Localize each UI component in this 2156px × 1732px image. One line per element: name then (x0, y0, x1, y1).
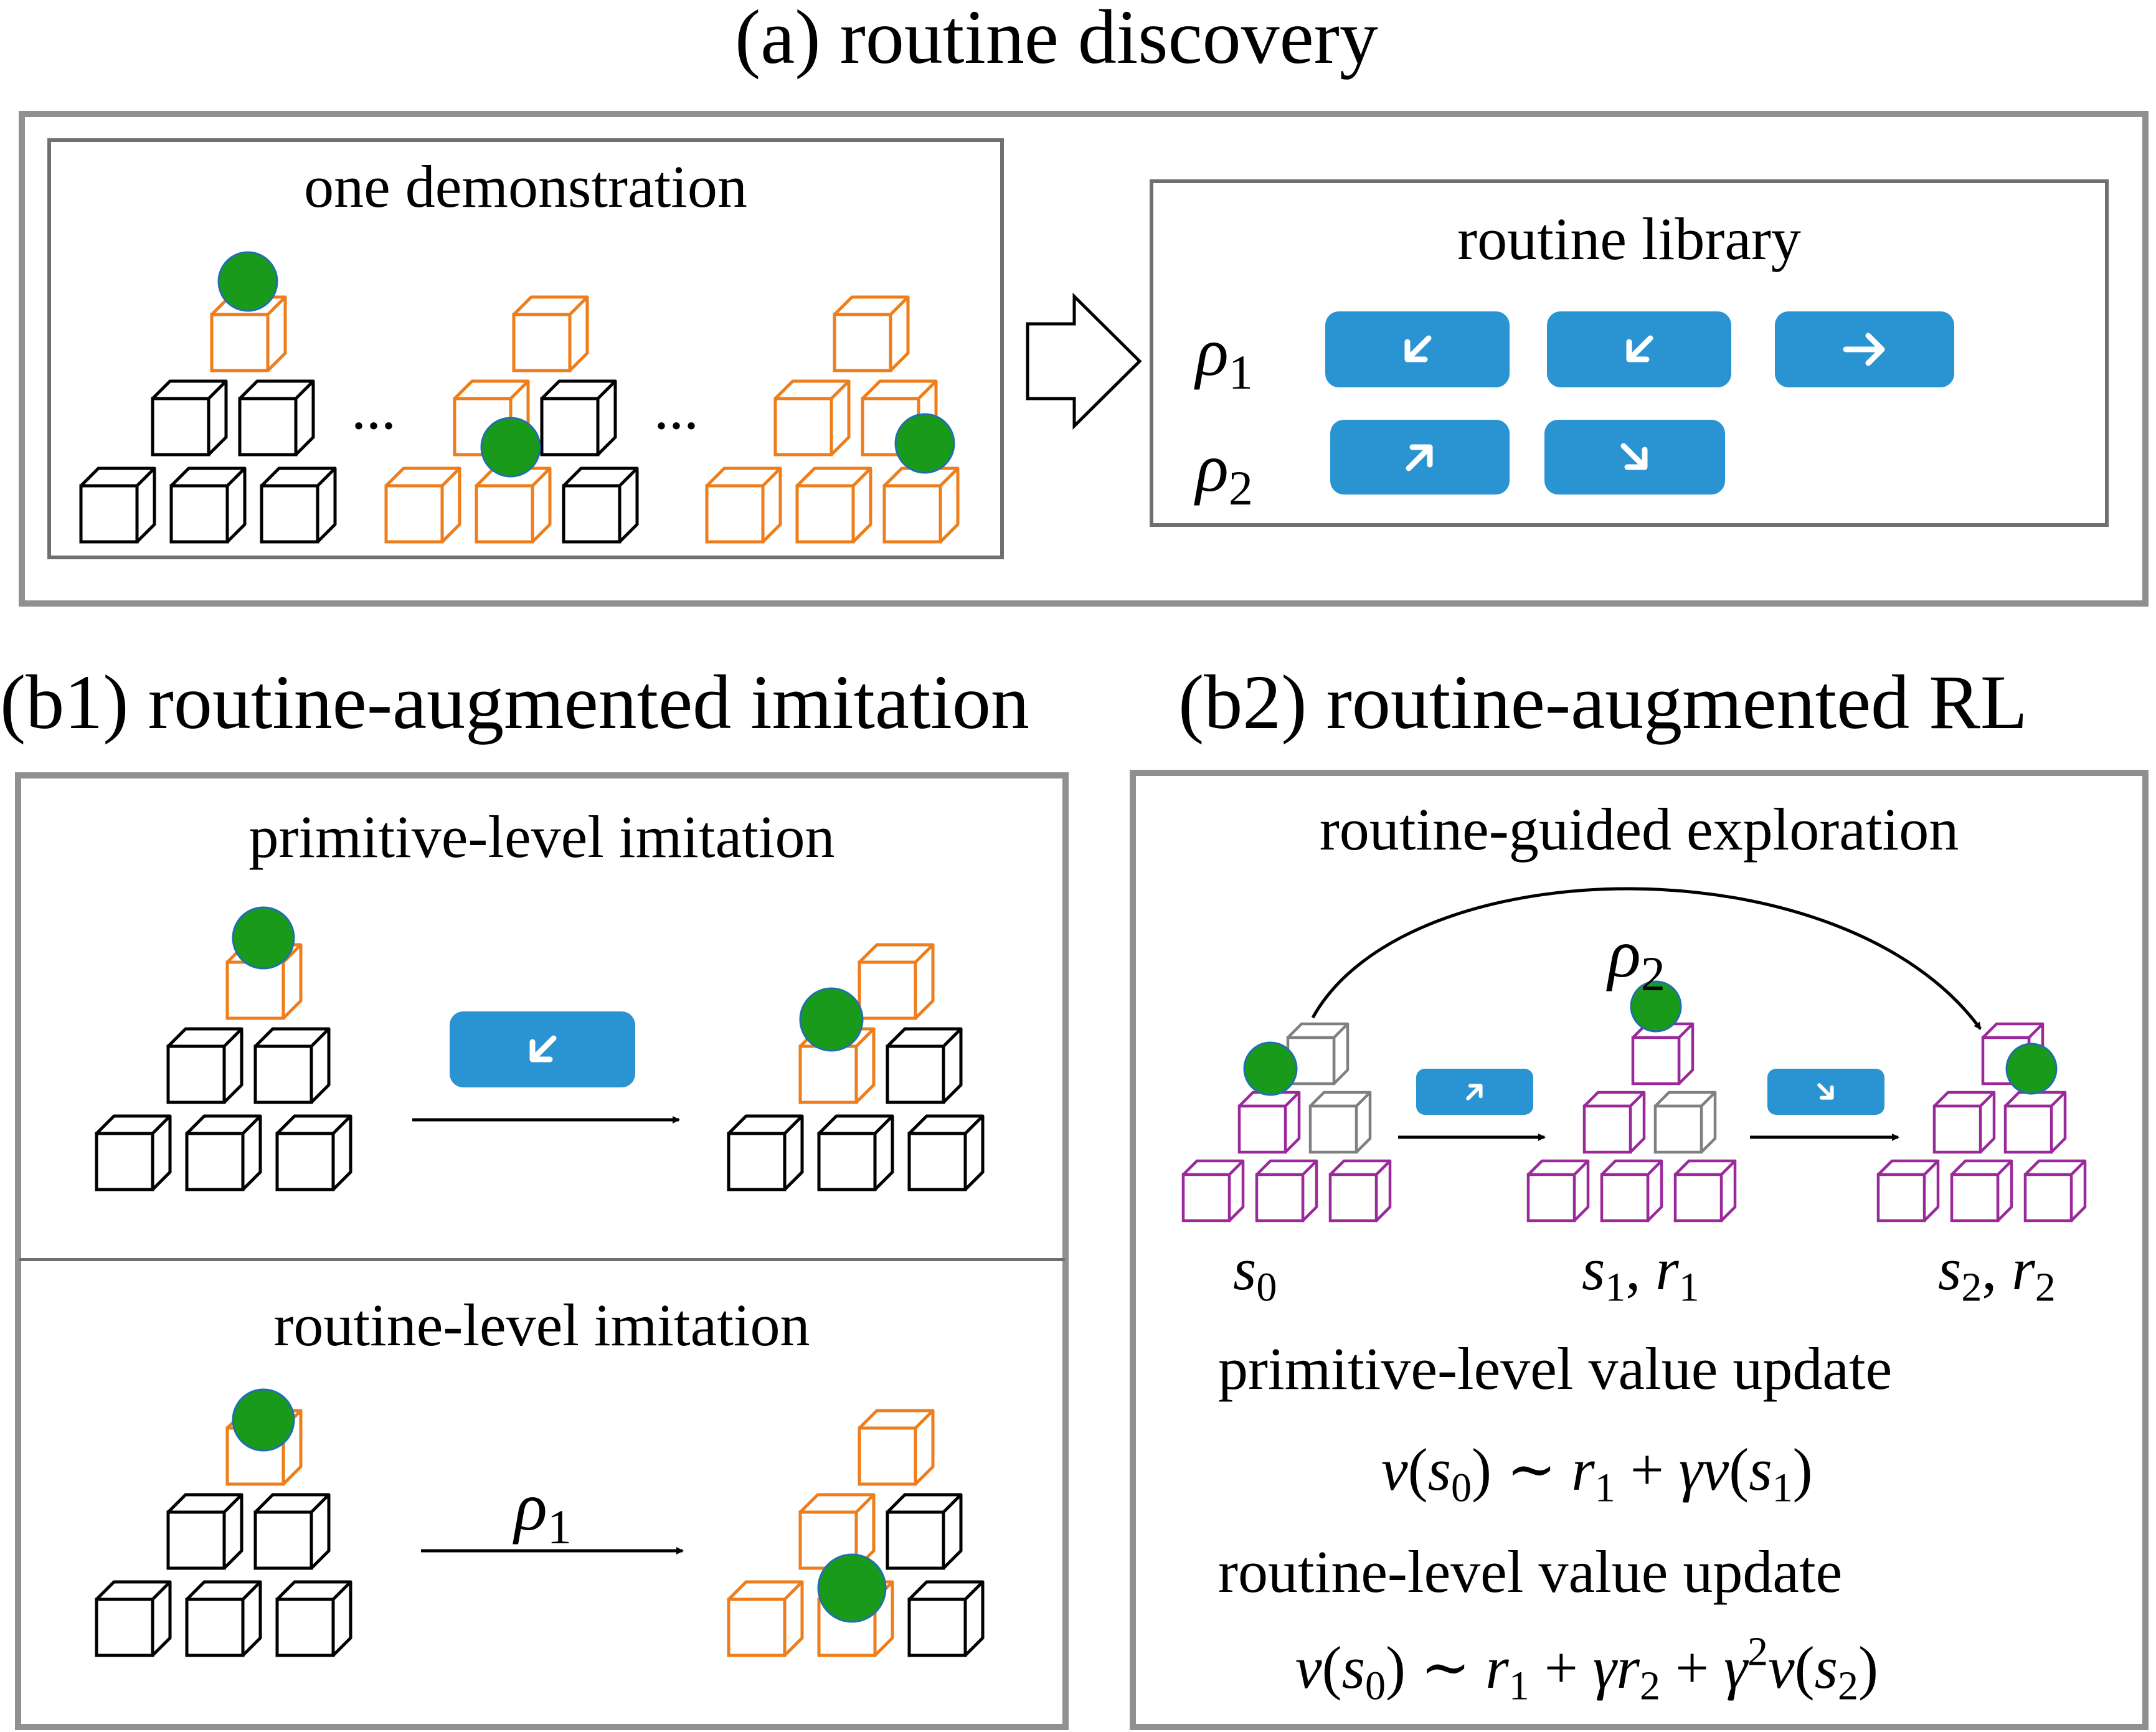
ellipsis-2: ... (654, 375, 699, 442)
routine-discovery-panel (19, 111, 2149, 607)
section-a-title: (a) routine discovery (735, 0, 1378, 80)
routine-update-title: routine-level value update (1218, 1538, 1843, 1605)
primitive-update-equation: v(s0) ∼ r1 + γv(s1) (1381, 1436, 1813, 1511)
routine-update-equation: v(s0) ∼ r1 + γr2 + γ2v(s2) (1295, 1629, 1878, 1709)
exploration-title: routine-guided exploration (1319, 796, 1959, 863)
routine-library-box (1150, 179, 2109, 527)
demonstration-box (47, 138, 1004, 559)
routine-2-action-1[interactable] (1330, 420, 1510, 495)
routine-library-title: routine library (1457, 206, 1801, 272)
state-label-s0: s0 (1233, 1236, 1277, 1310)
state-label-s1-r1: s1, r1 (1582, 1236, 1700, 1310)
primitive-imitation-title: primitive-level imitation (248, 803, 835, 870)
routine-1-action-3[interactable] (1775, 311, 1954, 387)
routine-1-action-1[interactable] (1325, 311, 1510, 387)
arrow-down-right-icon (1620, 443, 1648, 470)
arrow-up-right-icon (1406, 444, 1433, 471)
routine-2-action-2[interactable] (1544, 420, 1725, 495)
primitive-update-title: primitive-level value update (1218, 1335, 1893, 1402)
imitation-panel (15, 772, 1069, 1730)
imitation-divider (19, 1258, 1065, 1261)
routine-imitation-title: routine-level imitation (273, 1292, 810, 1358)
routine-imitation-label: ρ1 (514, 1469, 572, 1554)
arrow-up-right-icon (1466, 1084, 1483, 1100)
rl-panel (1130, 770, 2149, 1730)
section-b2-title: (b2) routine-augmented RL (1178, 660, 2028, 745)
step-action-1[interactable] (1416, 1069, 1533, 1115)
arrow-down-left-icon (1404, 335, 1432, 362)
demonstration-title: one demonstration (304, 153, 747, 220)
state-label-s2-r2: s2, r2 (1938, 1236, 2056, 1310)
arrow-right-icon (1843, 333, 1885, 366)
routine-label-rho-1: ρ1 (1196, 314, 1253, 399)
primitive-action-button[interactable] (450, 1011, 635, 1087)
arrow-down-right-icon (1817, 1083, 1834, 1100)
arrow-down-left-icon (529, 1035, 557, 1062)
ellipsis-1: ... (351, 375, 396, 442)
arrow-down-left-icon (1626, 335, 1653, 362)
section-b1-title: (b1) routine-augmented imitation (0, 660, 1029, 745)
routine-label-rho-2: ρ2 (1196, 430, 1253, 515)
routine-guided-label: ρ2 (1608, 916, 1665, 1001)
step-action-2[interactable] (1767, 1069, 1884, 1115)
routine-1-action-2[interactable] (1547, 311, 1731, 387)
